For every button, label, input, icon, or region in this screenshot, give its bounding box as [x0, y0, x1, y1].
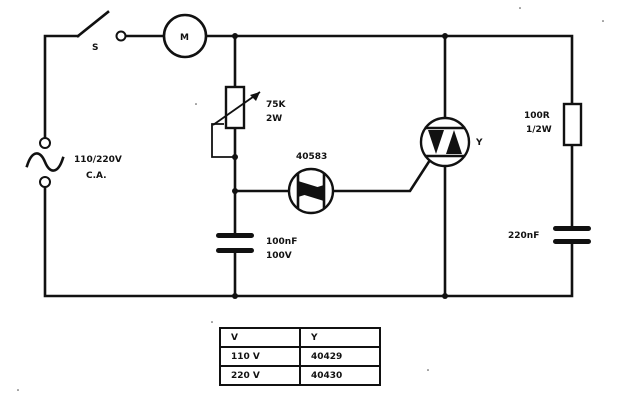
mains-voltage-label: 110/220V [74, 155, 122, 165]
triac-label: Y [475, 138, 483, 148]
pot-power-label: 2W [266, 114, 282, 124]
table-cell-voltage: 110 V [219, 346, 301, 367]
motor-symbol [162, 13, 208, 59]
table-cell-triac: 40430 [299, 365, 381, 386]
cap1-voltage-label: 100V [266, 251, 292, 261]
diac-label: 40583 [296, 152, 327, 162]
resistor-symbol [562, 102, 583, 147]
junctions [232, 33, 448, 299]
res-value-label: 100R [524, 111, 550, 121]
mains-type-label: C.A. [86, 171, 107, 181]
capacitor-2-symbol [553, 226, 591, 244]
ac-source-symbol [25, 137, 65, 188]
triac-selection-table: V Y 110 V 40429 220 V 40430 [219, 327, 381, 386]
table-cell-triac: 40429 [299, 346, 381, 367]
table-header-triac: Y [299, 327, 381, 348]
table-header-row: V Y [219, 327, 381, 348]
pot-value-label: 75K [266, 100, 287, 110]
cap1-value-label: 100nF [266, 237, 297, 247]
cap2-value-label: 220nF [508, 231, 539, 241]
switch-label: S [92, 43, 98, 53]
capacitor-1-symbol [216, 233, 254, 253]
res-power-label: 1/2W [526, 125, 552, 135]
table-cell-voltage: 220 V [219, 365, 301, 386]
table-header-voltage: V [219, 327, 301, 348]
diac-symbol [287, 167, 335, 215]
motor-label: M [180, 33, 189, 43]
table-row: 220 V 40430 [219, 365, 381, 386]
triac-symbol [419, 116, 471, 168]
wires [43, 34, 574, 298]
switch-symbol [76, 10, 127, 42]
potentiometer-symbol [212, 85, 261, 130]
table-row: 110 V 40429 [219, 346, 381, 367]
scan-specks [17, 7, 604, 391]
